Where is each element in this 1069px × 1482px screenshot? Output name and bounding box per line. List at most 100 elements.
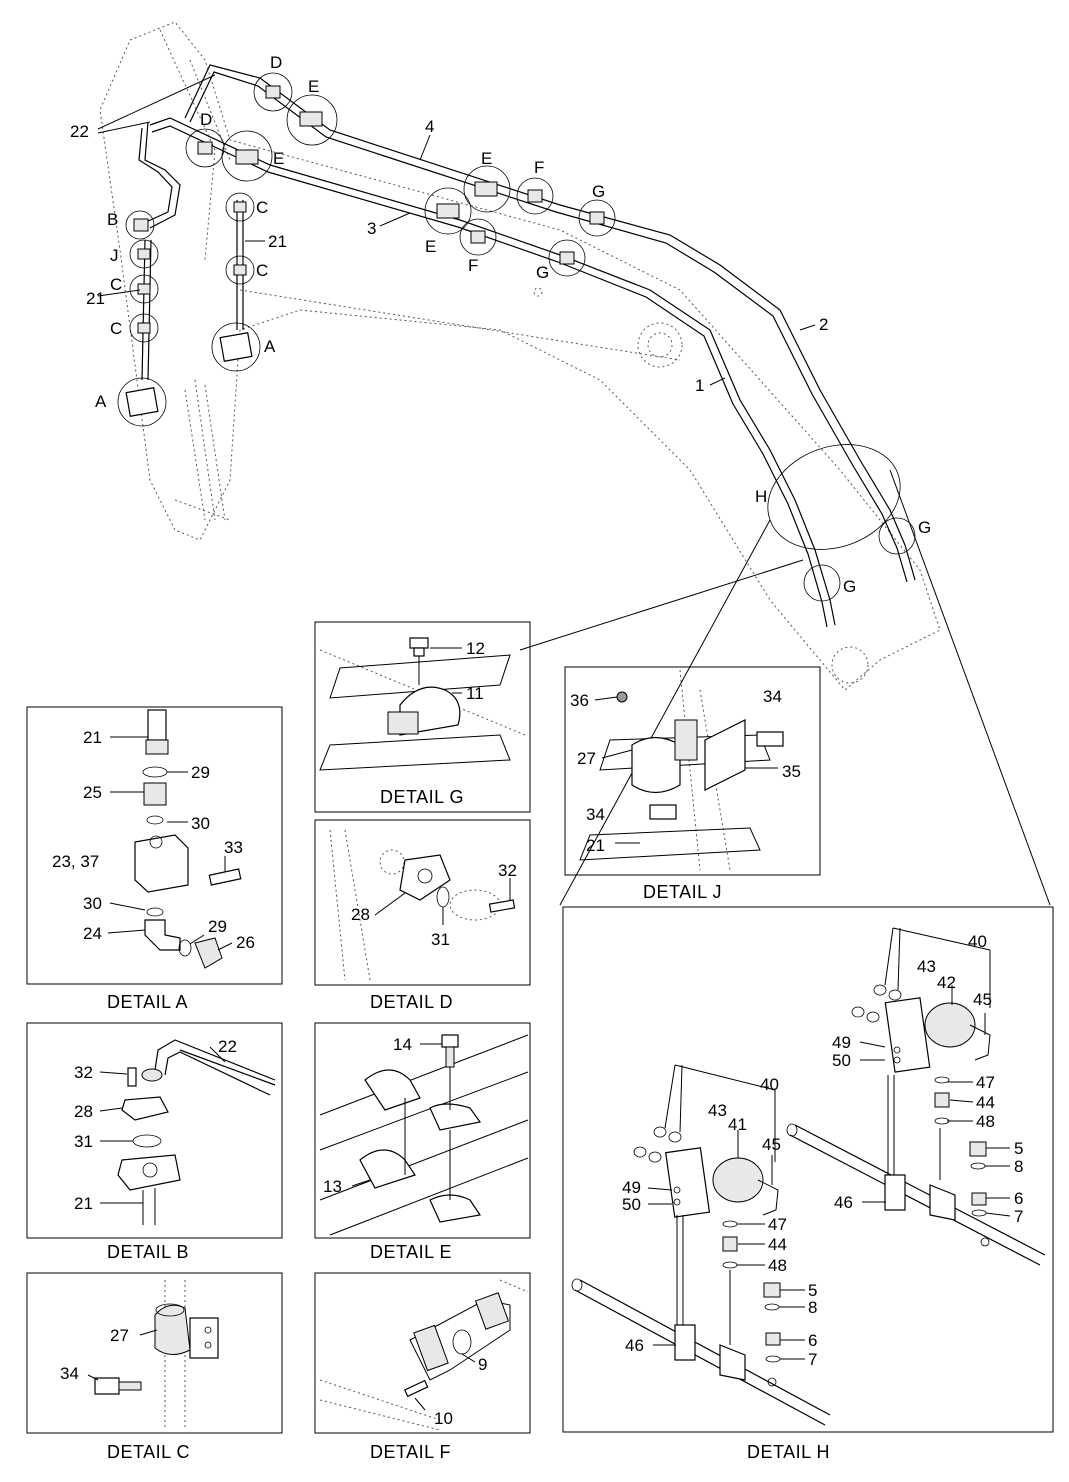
- callout-f: F: [534, 158, 544, 177]
- label-21: 21: [83, 728, 102, 747]
- label-11: 11: [466, 684, 484, 703]
- label-32: 32: [498, 861, 517, 880]
- label-43: 43: [708, 1101, 727, 1120]
- detail-f-caption: DETAIL F: [370, 1442, 451, 1462]
- label-49: 49: [622, 1178, 641, 1197]
- callout-c: C: [110, 319, 122, 338]
- label-24: 24: [83, 924, 102, 943]
- callout-c: C: [256, 198, 268, 217]
- boom-outline: [99, 21, 941, 691]
- detail-g: 12 11 DETAIL G: [314, 621, 531, 813]
- label-29: 29: [191, 763, 210, 782]
- callout-4: 4: [425, 117, 434, 136]
- label-48: 48: [976, 1112, 995, 1131]
- callout-2: 2: [819, 315, 828, 334]
- label-45: 45: [973, 990, 992, 1009]
- label-23-37: 23, 37: [52, 852, 99, 871]
- boom-assembly-view: 22 4 3 2 1 21 21 D D E E E E F F G G G G…: [70, 21, 1051, 906]
- callout-e: E: [273, 149, 284, 168]
- callout-c: C: [110, 275, 122, 294]
- callout-21: 21: [86, 289, 105, 308]
- callout-f: F: [468, 256, 478, 275]
- callout-a: A: [264, 337, 276, 356]
- detail-g-caption: DETAIL G: [380, 787, 464, 807]
- label-30: 30: [191, 814, 210, 833]
- label-50: 50: [622, 1195, 641, 1214]
- label-34: 34: [586, 805, 605, 824]
- label-50: 50: [832, 1051, 851, 1070]
- callout-e: E: [481, 149, 492, 168]
- callout-g: G: [536, 263, 549, 282]
- detail-b-caption: DETAIL B: [107, 1242, 189, 1262]
- label-9: 9: [478, 1355, 487, 1374]
- label-27: 27: [110, 1326, 129, 1345]
- detail-c-caption: DETAIL C: [107, 1442, 190, 1462]
- detail-j: 36 34 27 35 34 21 DETAIL J: [564, 666, 821, 902]
- detail-h-lower-assembly: 40 43 41 45 49 50 47 44 48 5 8 6 7 46: [571, 1064, 831, 1426]
- callout-21: 21: [268, 232, 287, 251]
- callout-g: G: [843, 577, 856, 596]
- label-13: 13: [323, 1177, 342, 1196]
- label-14: 14: [393, 1035, 412, 1054]
- label-34: 34: [763, 687, 782, 706]
- callout-3: 3: [367, 219, 376, 238]
- detail-j-caption: DETAIL J: [643, 882, 722, 902]
- label-29: 29: [208, 917, 227, 936]
- detail-a: 21 29 25 30 23, 37 33 30 24 29 26 DETAIL…: [26, 706, 283, 1012]
- label-6: 6: [1014, 1189, 1023, 1208]
- label-21: 21: [586, 836, 605, 855]
- pipe-2: [184, 64, 916, 581]
- callout-c: C: [256, 261, 268, 280]
- label-40: 40: [760, 1075, 779, 1094]
- detail-a-caption: DETAIL A: [107, 992, 188, 1012]
- label-40: 40: [968, 932, 987, 951]
- label-27: 27: [577, 749, 596, 768]
- callout-d: D: [270, 53, 282, 72]
- callout-j: J: [110, 246, 119, 265]
- label-45: 45: [762, 1135, 781, 1154]
- callout-a: A: [95, 392, 107, 411]
- label-12: 12: [466, 639, 485, 658]
- detail-e-caption: DETAIL E: [370, 1242, 452, 1262]
- label-32: 32: [74, 1063, 93, 1082]
- label-48: 48: [768, 1256, 787, 1275]
- detail-d-caption: DETAIL D: [370, 992, 453, 1012]
- label-8: 8: [808, 1298, 817, 1317]
- detail-c: 27 34 DETAIL C: [26, 1272, 283, 1462]
- label-31: 31: [74, 1132, 93, 1151]
- callout-b: B: [107, 210, 118, 229]
- label-49: 49: [832, 1033, 851, 1052]
- detail-e: 14 13 DETAIL E: [314, 1022, 531, 1262]
- callout-g: G: [918, 518, 931, 537]
- label-35: 35: [782, 762, 801, 781]
- callout-e: E: [425, 237, 436, 256]
- label-5: 5: [808, 1281, 817, 1300]
- label-28: 28: [74, 1102, 93, 1121]
- callout-d: D: [200, 110, 212, 129]
- label-42: 42: [937, 973, 956, 992]
- label-28: 28: [351, 905, 370, 924]
- detail-h: 40 43 42 45 49 50 47 44 48 5 8 6 7 46: [562, 906, 1054, 1462]
- callout-22: 22: [70, 122, 89, 141]
- detail-f: 9 10 DETAIL F: [314, 1272, 531, 1462]
- label-44: 44: [976, 1093, 995, 1112]
- label-7: 7: [1014, 1207, 1023, 1226]
- detail-d: 28 31 32 DETAIL D: [314, 819, 531, 1012]
- label-47: 47: [976, 1073, 995, 1092]
- label-22: 22: [218, 1037, 237, 1056]
- label-25: 25: [83, 783, 102, 802]
- label-26: 26: [236, 933, 255, 952]
- label-36: 36: [570, 691, 589, 710]
- label-21: 21: [74, 1194, 93, 1213]
- label-30: 30: [83, 894, 102, 913]
- label-47: 47: [768, 1215, 787, 1234]
- detail-h-upper-assembly: 40 43 42 45 49 50 47 44 48 5 8 6 7 46: [786, 927, 1046, 1266]
- label-8: 8: [1014, 1157, 1023, 1176]
- label-44: 44: [768, 1235, 787, 1254]
- callout-h: H: [755, 487, 767, 506]
- label-6: 6: [808, 1331, 817, 1350]
- detail-h-caption: DETAIL H: [747, 1442, 830, 1462]
- callout-e: E: [308, 77, 319, 96]
- label-5: 5: [1014, 1139, 1023, 1158]
- detail-b: 32 22 28 31 21 DETAIL B: [26, 1022, 283, 1262]
